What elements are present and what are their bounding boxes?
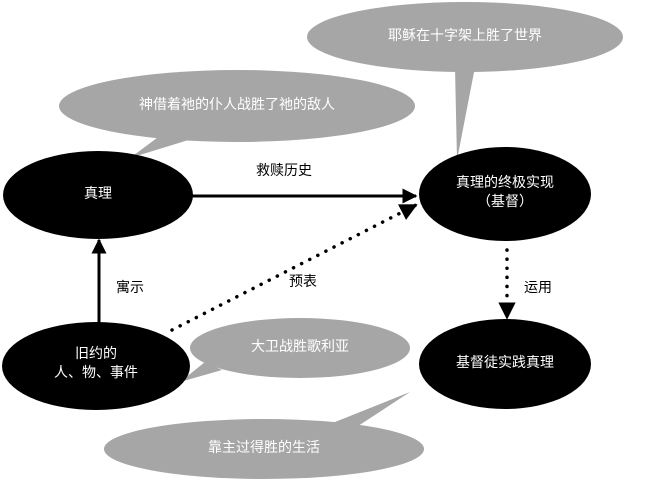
bubble-jesus-cross-shape	[307, 2, 623, 160]
node-old-testament-line-1: 旧约的	[75, 346, 117, 362]
node-ultimate-line-2: （基督）	[477, 193, 533, 210]
node-truth: 真理	[84, 186, 112, 202]
node-truth-shape	[3, 151, 193, 239]
bubble-jesus-cross-text: 耶稣在十字架上胜了世界	[388, 28, 542, 44]
node-ultimate: 真理的终极实现 （基督）	[419, 174, 591, 212]
bubble-god-uses-shape	[59, 70, 415, 158]
edge-application-label: 运用	[524, 280, 552, 296]
bubble-david-text: 大卫战胜歌利亚	[251, 339, 349, 355]
bubble-god-uses-text: 神借着祂的仆人战胜了祂的敌人	[139, 97, 335, 113]
node-practice: 基督徒实践真理	[456, 355, 554, 371]
node-ultimate-line-1: 真理的终极实现	[456, 175, 554, 191]
bubble-victory-life-text: 靠主过得胜的生活	[208, 440, 320, 456]
edge-foreshadow-arrow	[170, 203, 418, 332]
node-practice-shape	[419, 319, 591, 409]
node-old-testament-line-2: 人、物、事件	[54, 364, 138, 381]
node-ultimate-shape	[419, 147, 591, 241]
node-old-testament-shape	[2, 322, 190, 410]
bubble-victory-life-shape	[104, 392, 424, 479]
edge-redemption-label: 救赎历史	[256, 163, 312, 179]
edge-revelation-label: 寓示	[116, 280, 144, 296]
bubble-david-shape	[180, 318, 410, 382]
node-old-testament: 旧约的 人、物、事件	[2, 345, 190, 383]
edge-foreshadow-label: 预表	[289, 274, 317, 290]
